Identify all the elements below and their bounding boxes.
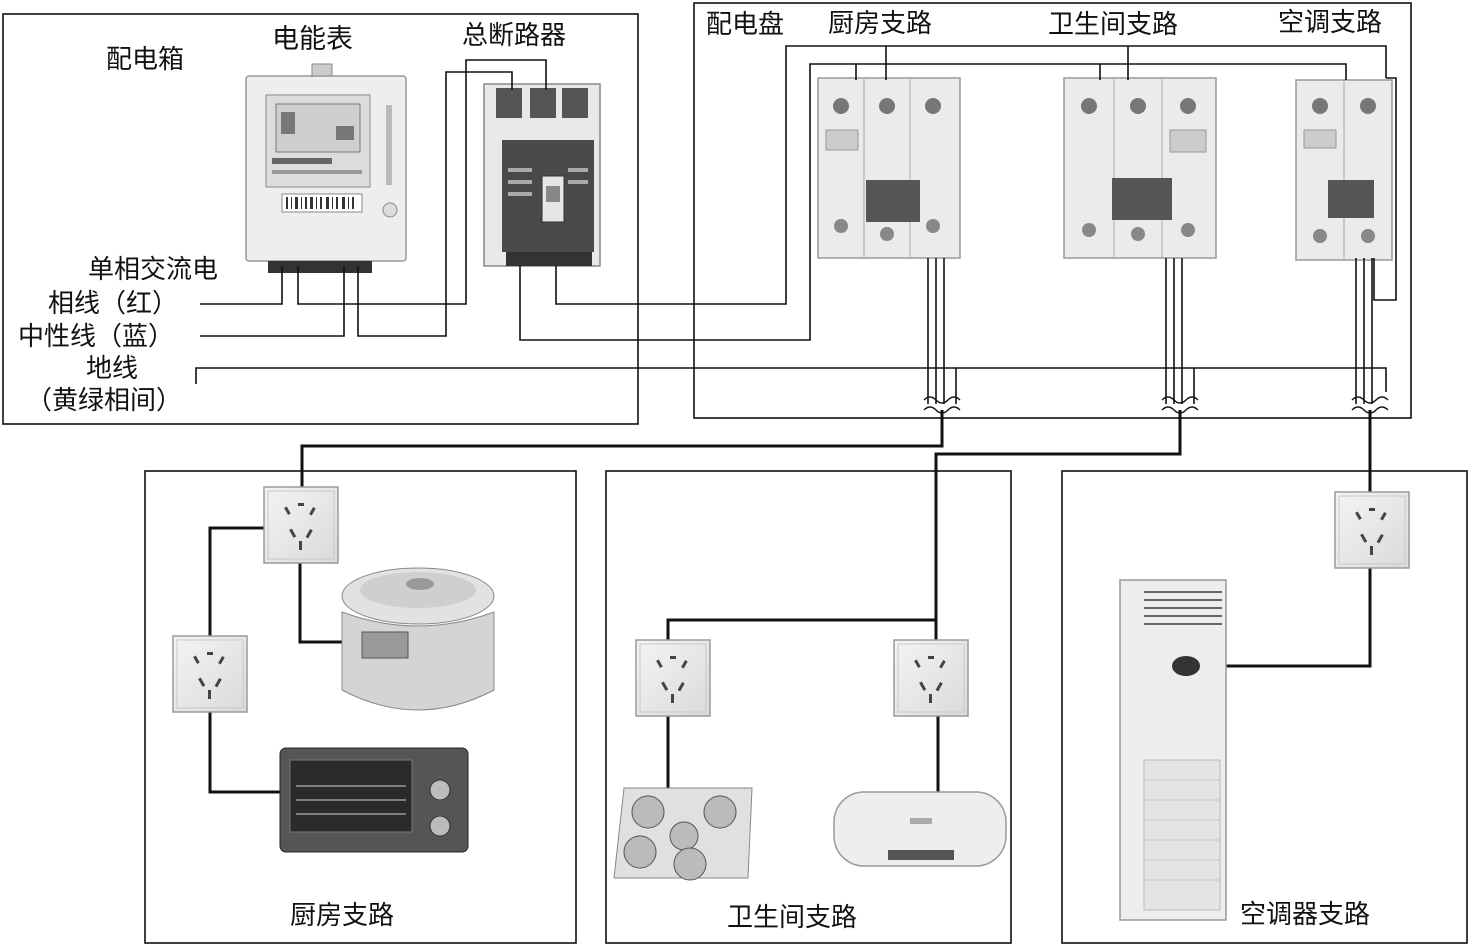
water-heater-icon [833,791,1007,867]
supply-label: 单相交流电 [88,255,219,285]
distribution-panel-title: 配电盘 [706,10,785,40]
breaker-icon [817,77,961,259]
kitchen-room-frame [144,470,577,944]
main-breaker-icon [483,83,601,267]
kitchen-room-label: 厨房支路 [290,901,395,931]
air-conditioner-icon [1119,579,1227,921]
bathroom-room-frame [605,470,1012,944]
breaker-icon [1063,77,1217,259]
distribution-panel-frame [693,2,1412,419]
meter-label: 电能表 [272,24,353,55]
socket-icon [893,639,969,717]
bathroom-room-label: 卫生间支路 [727,903,858,933]
socket-icon [635,639,711,717]
ac-room-frame [1061,470,1468,944]
bath-heater-icon [613,787,753,881]
ac-room-label: 空调器支路 [1240,900,1371,930]
toaster-oven-icon [279,747,469,853]
phase-wire-label: 相线（红） [48,289,179,319]
bathroom-branch-label: 卫生间支路 [1048,10,1179,40]
electricity-meter-icon [245,63,407,273]
rice-cooker-icon [341,567,495,711]
socket-icon [172,635,248,713]
ground-wire-label: 地线 [86,354,139,384]
socket-icon [263,486,339,564]
distribution-box-frame [2,13,639,425]
kitchen-branch-label: 厨房支路 [828,9,933,39]
ac-branch-label: 空调支路 [1278,8,1383,38]
ground-wire-color-label: （黄绿相间） [26,386,183,416]
main-breaker-label: 总断路器 [462,21,567,51]
distribution-box-title: 配电箱 [106,45,185,75]
breaker-icon [1295,79,1393,261]
socket-icon [1334,491,1410,569]
neutral-wire-label: 中性线（蓝） [18,322,175,352]
